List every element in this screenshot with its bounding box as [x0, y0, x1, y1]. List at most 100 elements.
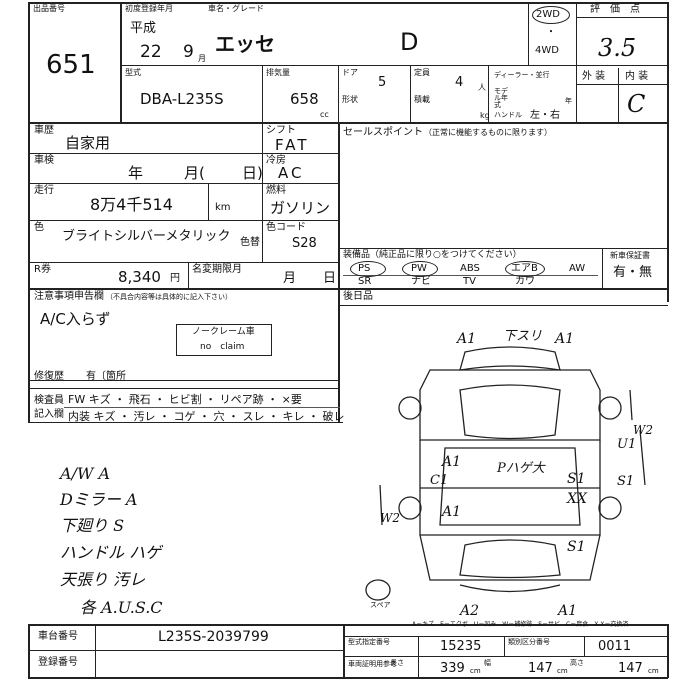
inspector-line-1: FW キズ ・ 飛石 ・ ヒビ割 ・ リペア跡 ・ ×要	[68, 393, 302, 406]
lot-number: 651	[46, 50, 96, 80]
load-label: 積載	[414, 95, 430, 104]
recycle-label: R券	[34, 264, 51, 275]
tax-month: 月	[283, 271, 297, 286]
year-unit: 年	[565, 97, 572, 105]
no-claim-box	[176, 324, 272, 356]
mark-rear-right: A1	[558, 603, 578, 619]
spare-label: スペア	[370, 601, 391, 609]
warranty-label: 新車保証書	[610, 251, 650, 260]
equip-aw: AW	[569, 263, 586, 274]
mid-row-3	[28, 220, 338, 221]
category: 0011	[598, 639, 632, 654]
model-label: 型式	[125, 68, 141, 77]
displacement-label: 排気量	[266, 68, 290, 77]
inspector-label-2: 記入欄	[34, 409, 64, 420]
chassis-number: L235S-2039799	[158, 629, 269, 645]
ext-int-mid	[618, 68, 619, 122]
score-value: 3.5	[598, 34, 637, 62]
frame-top	[28, 2, 668, 4]
col-line-5	[576, 2, 577, 122]
recycle-col	[188, 262, 189, 288]
lot-box-right	[120, 2, 122, 122]
repair-bottom	[28, 388, 338, 389]
footer-row-r	[343, 636, 668, 637]
shift-label: シフト	[266, 125, 296, 136]
mark-right-xx: XX	[567, 491, 587, 507]
row-line-1	[120, 65, 668, 66]
warranty-col	[602, 248, 603, 288]
footer-col-e	[584, 636, 585, 656]
equip-pw-circle	[402, 261, 438, 277]
capacity-label: 定員	[414, 68, 430, 77]
footer-left	[28, 624, 30, 678]
handle-value: 左・右	[530, 110, 560, 121]
color: ブライトシルバーメタリック	[62, 229, 231, 244]
notes-text: A/C入らず	[40, 310, 111, 328]
capacity: 4	[455, 75, 464, 90]
ext-int-split	[576, 84, 667, 85]
mid-row-1	[28, 153, 338, 154]
col-line-1	[262, 65, 263, 122]
equip-leather: カワ	[515, 276, 535, 287]
color-change-label: 色替	[240, 237, 260, 248]
mark-left-door-front: A1	[442, 454, 462, 470]
mark-right-s1b: S1	[617, 474, 635, 489]
usage: 自家用	[65, 134, 111, 152]
inspection-month: 月(	[184, 164, 205, 182]
drive-left	[528, 2, 529, 65]
equip-top	[338, 248, 668, 249]
footer-row-r2	[343, 656, 668, 657]
grade: D	[400, 28, 419, 56]
inspector-line-2: 内装 キズ ・ 汚レ ・ コゲ ・ 穴 ・ スレ ・ キレ ・ 破レ	[68, 410, 345, 423]
length: 339	[440, 661, 465, 676]
person-unit: 人	[478, 83, 486, 92]
mark-front-left: A1	[457, 331, 477, 347]
category-label: 類別区分番号	[508, 638, 550, 646]
rear-label: 後日品	[343, 291, 373, 302]
mark-front-under: 下スリ	[503, 329, 543, 344]
model: DBA-L235S	[140, 90, 224, 108]
inspector-label-1: 検査員	[34, 395, 64, 406]
interior-grade: C	[627, 90, 646, 118]
mid-row-2	[28, 183, 338, 184]
hand-note-2: Dミラー A	[60, 490, 138, 509]
mark-front-right: A1	[555, 331, 575, 347]
displacement: 658	[290, 90, 319, 108]
equipment-label: 装備品（純正品に限り○をつけてください）	[343, 250, 522, 260]
color-code: S28	[292, 236, 317, 251]
notes-bottom	[28, 380, 338, 381]
car-grade-label: 車名・グレード	[208, 4, 264, 13]
interior-label: 内 装	[625, 71, 649, 82]
sales-point-label: セールスポイント	[343, 127, 423, 138]
equip-sr: SR	[358, 276, 372, 287]
footer-top	[28, 624, 668, 626]
kg-unit: kg	[480, 111, 490, 120]
damage-legend: A－キズ E－エクボ U－凹み W－補修跡 S－サビ C－腐食 X X－交換済	[412, 621, 629, 628]
mid-left	[28, 122, 30, 422]
equip-ps-circle	[350, 261, 386, 277]
type-no: 15235	[440, 639, 482, 654]
footer-col-d	[504, 636, 505, 656]
footer-bottom	[28, 677, 668, 679]
mark-rear-left: A2	[460, 603, 480, 619]
inspection-year: 年	[128, 164, 144, 182]
mark-left-c1: C1	[430, 473, 449, 488]
model-year-label: モデル年式	[494, 87, 508, 109]
mark-right-u1: U1	[617, 437, 637, 452]
cm-2: cm	[557, 667, 568, 675]
mark-right-s1: S1	[567, 471, 586, 487]
chassis-label: 車台番号	[38, 631, 78, 642]
notes-right	[338, 288, 340, 422]
color-label: 色	[34, 222, 44, 233]
dealer-label: ディーラー・並行	[494, 71, 550, 79]
equip-abs: ABS	[460, 263, 480, 274]
row-line-2	[28, 122, 668, 124]
cm-1: cm	[470, 667, 481, 675]
hand-note-5: 天張り 汚レ	[60, 570, 146, 589]
tax-label: 名変期限月	[192, 264, 242, 275]
recycle-amount: 8,340	[118, 268, 161, 286]
notes-label: 注意事項申告欄	[34, 291, 104, 302]
score-split	[576, 17, 667, 18]
footer-col-a	[95, 624, 96, 678]
footer-right	[667, 624, 669, 678]
